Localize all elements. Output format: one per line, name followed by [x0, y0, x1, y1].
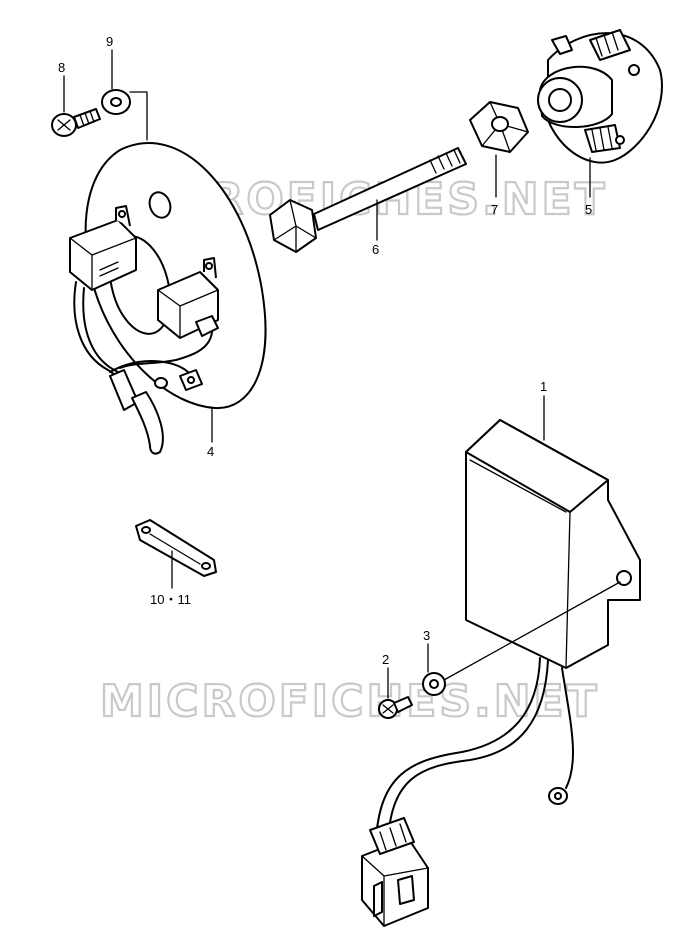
- part-2-screw: [378, 667, 413, 719]
- part-7-nut: [469, 101, 529, 198]
- part-8-screw: [51, 75, 101, 137]
- callout-8: 8: [58, 60, 65, 75]
- callout-5: 5: [585, 202, 592, 217]
- callout-4: 4: [207, 444, 214, 459]
- callout-6: 6: [372, 242, 379, 257]
- callout-9: 9: [106, 34, 113, 49]
- callout-2: 2: [382, 652, 389, 667]
- part-9-washer: [101, 49, 148, 179]
- callout-10-11: 10・11: [150, 592, 191, 607]
- part-3-washer: [422, 643, 446, 696]
- part-10-11-clamp: [135, 519, 217, 589]
- part-1-cdi-unit: [361, 395, 641, 927]
- callout-7: 7: [491, 202, 498, 217]
- watermark-bottom: MICROFICHES.NET: [100, 676, 600, 727]
- part-4-base-plate: [69, 142, 267, 455]
- part-6-bolt: [269, 147, 467, 253]
- part-5-rotor: [537, 29, 663, 198]
- callout-1: 1: [540, 379, 547, 394]
- callout-3: 3: [423, 628, 430, 643]
